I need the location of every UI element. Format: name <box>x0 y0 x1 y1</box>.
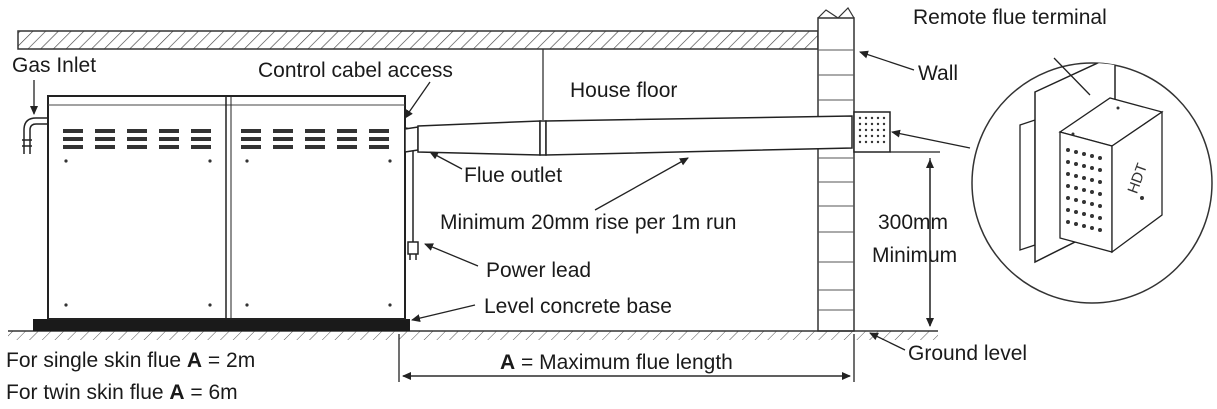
flue-terminal-stub <box>853 111 891 153</box>
heater-cabinet <box>47 95 406 320</box>
power-lead-label: Power lead <box>486 259 591 282</box>
flue-length-dimension <box>398 334 855 382</box>
height-note-label: Minimum <box>872 244 957 267</box>
control-cable-label: Control cabel access <box>258 59 453 82</box>
single-skin-note: For single skin flue A = 2m <box>6 349 255 372</box>
ground <box>8 330 938 340</box>
vent-louvres-right <box>241 129 389 149</box>
min-rise-label: Minimum 20mm rise per 1m run <box>440 211 736 234</box>
twin-skin-note: For twin skin flue A = 6m <box>6 381 238 404</box>
house-floor-slab <box>17 30 819 50</box>
gas-inlet-pipe <box>22 117 48 154</box>
leader-lines <box>30 50 1091 351</box>
terminal-detail-circle: HDT <box>971 62 1213 304</box>
remote-flue-terminal-label: Remote flue terminal <box>913 6 1107 29</box>
max-flue-symbol: A <box>500 351 515 374</box>
vent-louvres-left <box>63 129 211 149</box>
height-value-label: 300mm <box>878 211 948 234</box>
flue-outlet-label: Flue outlet <box>464 164 562 187</box>
concrete-base-label: Level concrete base <box>484 295 672 318</box>
flue-pipe <box>404 115 853 156</box>
ground-level-label: Ground level <box>908 342 1027 365</box>
concrete-base <box>33 319 410 331</box>
labels: Gas Inlet Control cabel access House flo… <box>6 6 1107 404</box>
max-flue-text: = Maximum flue length <box>515 351 733 374</box>
height-dimension <box>890 151 940 327</box>
house-floor-label: House floor <box>570 79 677 102</box>
max-flue-length-label: A = Maximum flue length <box>500 351 733 374</box>
gas-inlet-label: Gas Inlet <box>12 54 96 77</box>
wall-label: Wall <box>918 62 958 85</box>
wall <box>817 7 855 332</box>
